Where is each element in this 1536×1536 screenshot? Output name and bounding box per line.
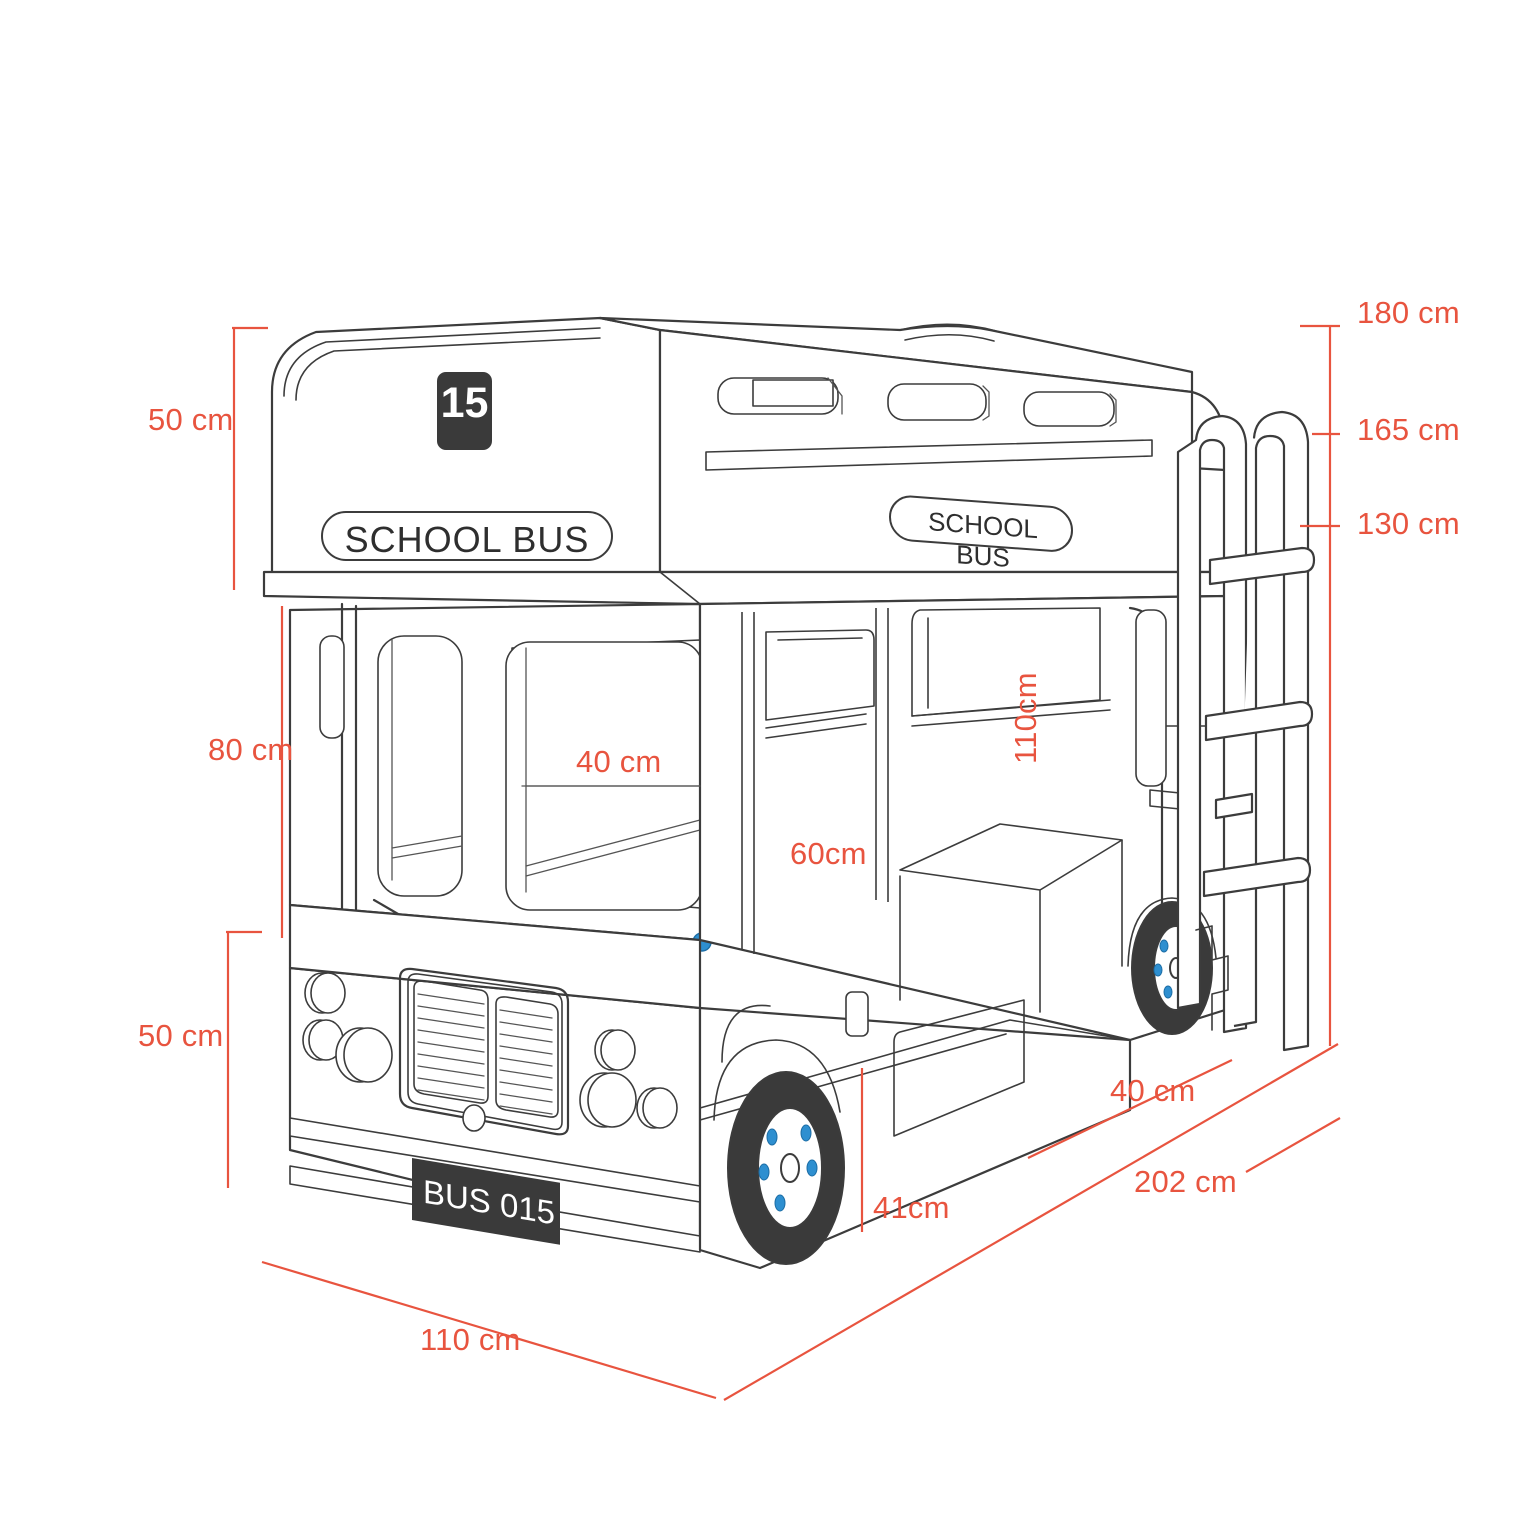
dimension-cabin-height: 110cm	[1008, 672, 1043, 764]
interior-shelving	[899, 823, 1123, 1013]
license-plate	[412, 1158, 560, 1245]
dimension-overall-length: 202 cm	[1134, 1164, 1237, 1199]
dimension-lines	[226, 324, 1341, 1401]
front-school-bus-text: SCHOOL BUS	[344, 519, 590, 560]
dimension-right-165: 165 cm	[1357, 412, 1460, 447]
front-wheel	[713, 1004, 845, 1265]
front-grille	[398, 967, 570, 1136]
dimension-left-upper-height: 50 cm	[148, 402, 234, 437]
dimension-right-130: 130 cm	[1357, 506, 1460, 541]
front-lights	[302, 972, 678, 1129]
dimension-right-180: 180 cm	[1357, 295, 1460, 330]
dimension-wheel-clearance: 41cm	[873, 1190, 950, 1225]
dimension-overall-width: 110 cm	[420, 1322, 521, 1357]
cabin-door	[741, 608, 889, 954]
side-school-bus-sign	[889, 495, 1073, 552]
dimension-interior-shelf: 40 cm	[576, 744, 662, 779]
side-school-bus-text: SCHOOL BUS	[928, 506, 1038, 574]
route-number-badge	[437, 372, 492, 450]
route-number-text: 15	[440, 379, 489, 427]
front-school-bus-sign	[321, 511, 613, 561]
cabin-front-windows	[377, 635, 703, 911]
upper-deck-windows	[717, 377, 1117, 427]
cabin-side-window	[911, 607, 1111, 727]
dimension-door-width: 60cm	[790, 836, 867, 871]
dimension-rear-depth: 40 cm	[1110, 1073, 1196, 1108]
dimension-left-middle-height: 80 cm	[208, 732, 294, 767]
ladder	[1176, 410, 1316, 1052]
dimension-left-lower-height: 50 cm	[138, 1018, 224, 1053]
